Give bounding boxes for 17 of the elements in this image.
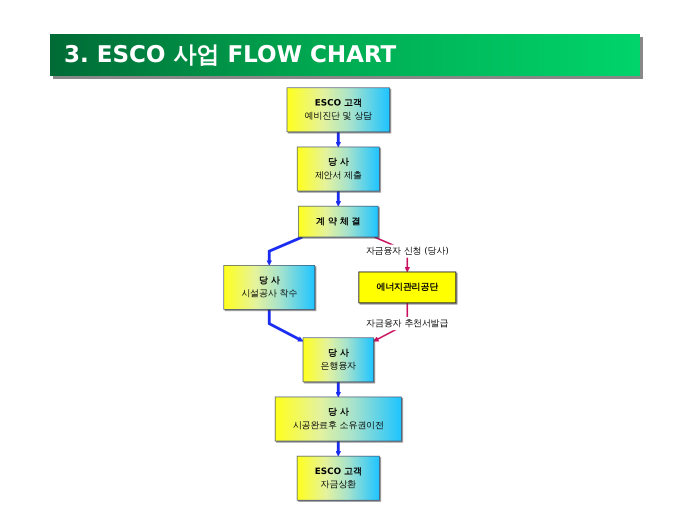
edge-label: 자금융자 신청 (당사) bbox=[366, 246, 450, 256]
arrow bbox=[336, 382, 342, 398]
node-box: 계 약 체 결 bbox=[298, 206, 379, 238]
node-box: 당 사 시공완료후 소유권이전 bbox=[275, 396, 402, 442]
node-box: 에너지관리공단 bbox=[358, 271, 456, 304]
node-box: ESCO 고객 예비진단 및 상담 bbox=[286, 87, 390, 132]
node-box: 당 사 은행융자 bbox=[302, 337, 374, 382]
arrow bbox=[336, 132, 342, 148]
arrow bbox=[336, 441, 342, 456]
arrow bbox=[266, 236, 304, 266]
node-box: 당 사 제안서 제출 bbox=[297, 146, 380, 192]
arrow bbox=[268, 309, 304, 342]
edge-label: 자금융자 추천서발급 bbox=[366, 318, 449, 328]
node-box: ESCO 고객 자금상환 bbox=[297, 456, 380, 501]
arrow bbox=[336, 191, 342, 206]
title: 3. ESCO 사업 FLOW CHART bbox=[64, 41, 396, 70]
node-box: 당 사 시설공사 착수 bbox=[224, 265, 316, 310]
